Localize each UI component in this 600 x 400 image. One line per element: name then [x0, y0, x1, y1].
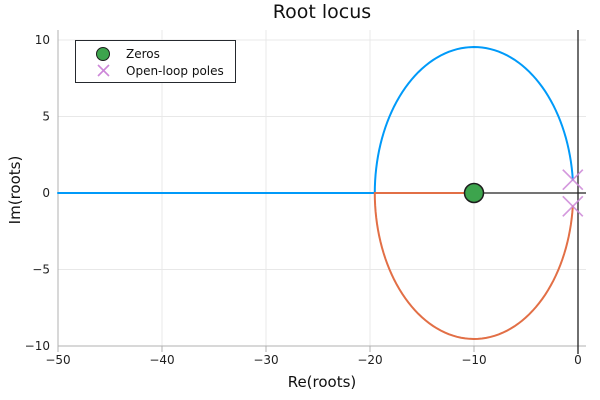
y-tick-label: −5 [32, 263, 50, 277]
y-axis-label: Im(roots) [6, 155, 24, 225]
pole-x-stroke [562, 195, 584, 217]
y-tick-label: 10 [35, 33, 50, 47]
legend: Zeros Open-loop poles [75, 40, 236, 83]
legend-label-poles: Open-loop poles [126, 63, 224, 78]
zero-marker-icon [96, 46, 110, 61]
x-tick-label: 0 [574, 353, 582, 367]
x-tick-label: −40 [149, 353, 174, 367]
y-tick-label: 0 [42, 186, 50, 200]
zero-marker [463, 182, 485, 204]
x-tick-label: −10 [461, 353, 486, 367]
x-axis-label: Re(roots) [287, 373, 357, 391]
x-tick-label: −30 [253, 353, 278, 367]
pole-marker [562, 169, 584, 191]
legend-label-zeros: Zeros [126, 46, 160, 61]
locus-branch-2 [373, 192, 574, 340]
x-tick-label: −50 [45, 353, 70, 367]
locus-branch-1 [57, 46, 574, 194]
x-tick-label: −20 [357, 353, 382, 367]
legend-item-poles: Open-loop poles [88, 62, 235, 79]
y-tick-label: 5 [42, 110, 50, 124]
y-tick-label: −10 [25, 339, 50, 353]
legend-marker-cell [88, 46, 118, 61]
legend-item-zeros: Zeros [88, 45, 235, 62]
legend-marker-cell [88, 63, 118, 78]
pole-marker [562, 195, 584, 217]
pole-x-stroke [562, 169, 584, 191]
pole-marker-icon [96, 64, 110, 77]
chart-title: Root locus [272, 1, 372, 23]
